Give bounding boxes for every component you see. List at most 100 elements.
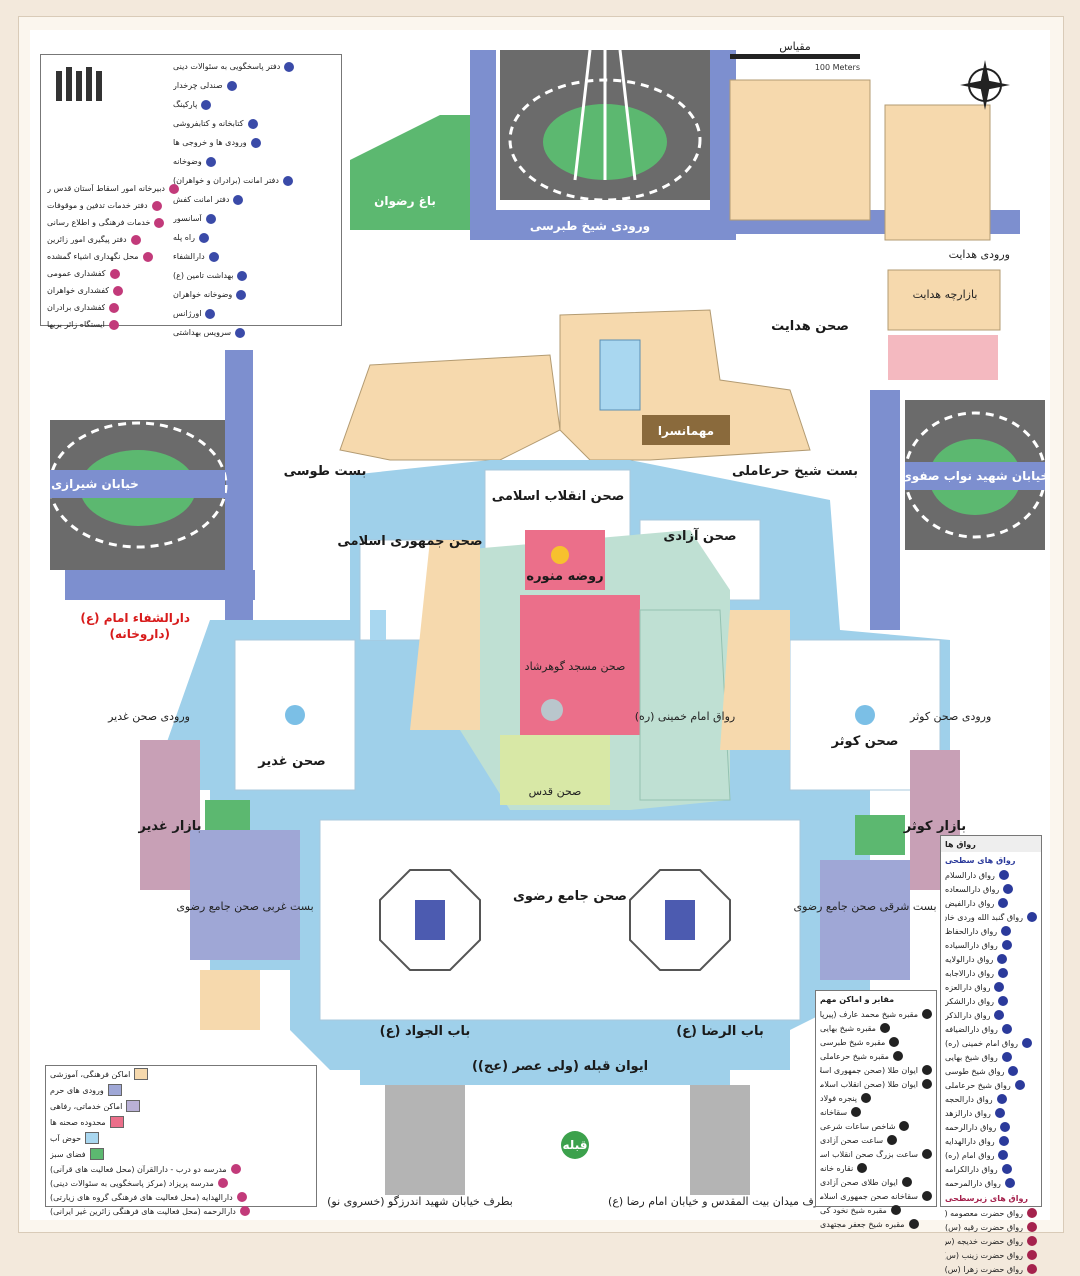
ravagh-item: رواق امام خمینی (ره) — [941, 1036, 1041, 1050]
ravagh-marker-icon — [1001, 1164, 1012, 1174]
tomb-label: پنجره فولاد — [820, 1093, 858, 1103]
legend-top2-label: ایستگاه زائر بریها — [47, 320, 105, 329]
ravagh-item: رواق دارالمرحمه — [941, 1176, 1041, 1190]
ravagh-label: رواق دارالهدایه — [945, 1136, 995, 1146]
building-hedayat-right — [884, 104, 991, 241]
legend-top2-item: کفشداری عمومی — [43, 265, 183, 282]
label-bagh-rezvan: باغ رضوان — [374, 194, 436, 209]
legend-bottom-marker-icon — [126, 1100, 141, 1112]
legend-top-marker-icon — [205, 213, 216, 224]
label-sahn-enghelab: صحن انقلاب اسلامی — [492, 489, 625, 504]
building-north-west — [339, 354, 561, 461]
jame-pattern-left — [379, 869, 481, 971]
building-pink-east — [888, 335, 998, 380]
label-mehmansara: مهمانسرا — [658, 424, 714, 438]
ravagh-khomeini-area[interactable] — [639, 609, 731, 801]
legend-bottom-marker-icon — [89, 1148, 104, 1160]
sahn-jame-area[interactable] — [319, 819, 801, 1021]
legend-top-marker-icon — [205, 156, 216, 167]
tombs-list: مقبره شیخ محمد عارف (پیرپالان دوز) مقبره … — [816, 1007, 936, 1231]
ravagh-item: رواق دارالولایه — [941, 952, 1041, 966]
legend-top-label: دفتر پاسخگویی به سئوالات دینی — [173, 62, 281, 71]
ravagh-under-item: رواق حضرت معصومه (س) — [941, 1206, 1041, 1220]
ravagh-marker-icon — [1001, 940, 1012, 950]
tomb-label: سقاخانه — [820, 1107, 848, 1117]
ravagh-marker-icon — [1000, 1122, 1011, 1132]
legend-top-item: پارکینگ — [169, 95, 339, 114]
legend-top-item: صندلی چرخدار — [169, 76, 339, 95]
label-sahn-qods: صحن قدس — [529, 785, 582, 798]
ravagh-marker-icon — [994, 1108, 1005, 1118]
label-bast-gharbi: بست غربی صحن جامع رضوی — [176, 900, 313, 913]
label-qebleh: قبله — [563, 1138, 588, 1152]
legend-top2-marker-icon — [142, 251, 153, 262]
tomb-label: مقبره شیخ محمد عارف (پیرپالان دوز) — [820, 1009, 918, 1019]
legend-top-item: وضوخانه — [169, 152, 339, 171]
legend-bottom-item-marker-icon — [236, 1192, 247, 1202]
legend-bottom-item-marker-icon — [239, 1206, 250, 1216]
legend-top2-item: خدمات فرهنگی و اطلاع رسانی — [43, 214, 183, 231]
building-bazarche-hedayat — [887, 269, 1001, 331]
legend-top-label: کتابخانه و کتابفروشی — [173, 119, 244, 128]
building-mehmansara[interactable] — [642, 415, 730, 445]
tomb-marker-icon — [887, 1135, 898, 1145]
bab-javad-passage[interactable] — [385, 1085, 465, 1195]
ravagh-label: رواق دارالسعاده — [945, 884, 1000, 894]
ravagh-item: رواق دارالرحمه — [941, 1120, 1041, 1134]
ravagh-label: رواق شیخ بهایی — [945, 1052, 998, 1062]
legend-top-marker-icon — [247, 118, 258, 129]
ravagh-label: رواق شیخ طوسی — [945, 1066, 1005, 1076]
ravagh-label: رواق امام (ره) — [945, 1150, 995, 1160]
tomb-marker-icon — [922, 1191, 932, 1201]
sahn-qods-area[interactable] — [500, 735, 610, 805]
bagh-rezvan-area — [350, 115, 470, 230]
ravagh-under-marker-icon — [1027, 1250, 1037, 1260]
legend-top-item: دفتر امانت کفش — [169, 190, 339, 209]
roundabout-east — [903, 400, 1047, 550]
label-bab-reza: باب الرضا (ع) — [676, 1024, 764, 1039]
tomb-label: مقبره شیخ طبرسی — [820, 1037, 886, 1047]
tomb-item: نقاره خانه — [816, 1161, 936, 1175]
iwan-qebleh-area[interactable] — [360, 1040, 730, 1085]
bab-reza-passage[interactable] — [690, 1085, 750, 1195]
tomb-marker-icon — [922, 1079, 932, 1089]
legend-bottom-item-label: دارالرحمه (محل فعالیت های فرهنگی زائرین … — [50, 1206, 236, 1216]
ravagh-under-label: رواق حضرت خدیجه (س) — [945, 1236, 1023, 1246]
ravagh-marker-icon — [1008, 1066, 1019, 1076]
label-iwan-qebleh: ایوان قبله (ولی عصر (عج)) — [472, 1059, 648, 1074]
ravagh-item: رواق دارالحجه — [941, 1092, 1041, 1106]
tomb-item: ایوان طلا (صحن انقلاب اسلامی) — [816, 1077, 936, 1091]
tomb-item: مقبره شیخ نخود کی — [816, 1203, 936, 1217]
legend-top2-marker-icon — [109, 302, 120, 313]
ravagh-label: رواق شیخ حرعاملی — [945, 1080, 1011, 1090]
legend-bottom-label: اماکن فرهنگی، آموزشی — [50, 1069, 131, 1079]
tomb-label: ایوان طلای صحن آزادی — [820, 1177, 898, 1187]
legend-top-label: پارکینگ — [173, 100, 198, 109]
label-scale-title: مقیاس — [779, 40, 811, 53]
legend-top-marker-icon — [233, 194, 244, 205]
label-bazarche-hedayat: بازارچه هدایت — [913, 288, 978, 301]
legend-top2-item: ایستگاه زائر بریها — [43, 316, 183, 333]
bast-sharghi-block[interactable] — [820, 860, 910, 980]
roundabout-north — [500, 49, 710, 202]
building-west-beige — [410, 540, 480, 730]
bast-gharbi-block[interactable] — [190, 830, 300, 960]
legend-top2-label: کفشداری عمومی — [47, 269, 106, 278]
beige-southwest — [200, 970, 260, 1030]
tomb-label: ساعت بزرگ صحن انقلاب اسلامی — [820, 1149, 918, 1159]
ravagh-label: رواق دارالذکر — [945, 1010, 991, 1020]
legend-top2-item: محل نگهداری اشیاء گمشده — [43, 248, 183, 265]
ravagh-marker-icon — [998, 1136, 1009, 1146]
legend-top-marker-icon — [284, 61, 295, 72]
sahn-gowharshad-area[interactable] — [520, 595, 640, 735]
legend-box-top: دفتر پاسخگویی به سئوالات دینی صندلی چرخدا… — [40, 54, 342, 338]
legend-top2-list: دبیرخانه امور اسقاط آستان قدس رضویدفتر خ… — [43, 180, 183, 333]
legend-bottom-marker-icon — [85, 1132, 100, 1144]
tomb-item: ساعت بزرگ صحن انقلاب اسلامی — [816, 1147, 936, 1161]
ravagh-label: رواق دارالولایه — [945, 954, 994, 964]
ravagh-label: رواق دارالاجابه — [945, 968, 995, 978]
legend-bottom-marker-icon — [134, 1068, 149, 1080]
label-vorudi-tabarsi: ورودی شیخ طبرسی — [530, 219, 650, 234]
legend-top-label: ورودی ها و خروجی ها — [173, 138, 247, 147]
legend-top-item: راه پله — [169, 228, 339, 247]
